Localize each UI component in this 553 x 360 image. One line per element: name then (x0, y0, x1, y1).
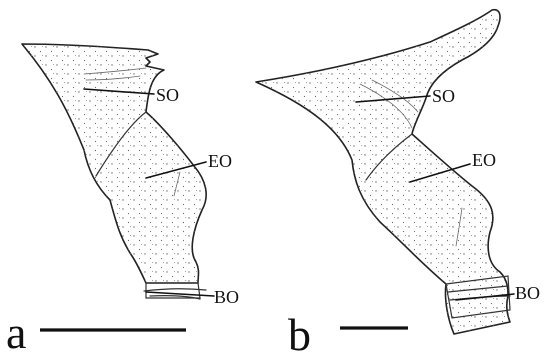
leader-b-eo (409, 163, 471, 183)
leader-a-eo (145, 161, 207, 179)
leader-a-bo (145, 291, 215, 297)
specimen-a-stipple (22, 44, 207, 283)
panel-letter-b: b (288, 309, 311, 360)
label-a-bo: BO (214, 287, 239, 307)
label-b-bo: BO (515, 283, 540, 303)
leader-b-bo (455, 293, 515, 301)
specimen-a-wrinkle (173, 171, 181, 197)
specimen-b-base-plate (445, 275, 511, 319)
leader-b-so (355, 95, 431, 103)
leader-a-so (83, 88, 155, 95)
specimen-a-notch-lines (83, 67, 147, 81)
label-a-eo: EO (208, 151, 232, 171)
label-a-so: SO (156, 85, 179, 105)
panel-b: SO EO BO b (255, 8, 540, 360)
specimen-a-base-plate (145, 282, 201, 299)
panel-letter-a: a (6, 307, 26, 358)
label-b-so: SO (432, 86, 455, 106)
label-b-eo: EO (472, 150, 496, 170)
specimen-a-suture-upper (95, 111, 147, 177)
specimen-b-suture-upper (365, 133, 413, 181)
specimen-a-base-lines (143, 288, 207, 300)
panel-a: SO EO BO a (6, 43, 239, 358)
specimen-b-suture-top (359, 79, 419, 129)
specimen-b-stipple (256, 9, 510, 335)
specimen-b-wrinkle (455, 207, 463, 247)
